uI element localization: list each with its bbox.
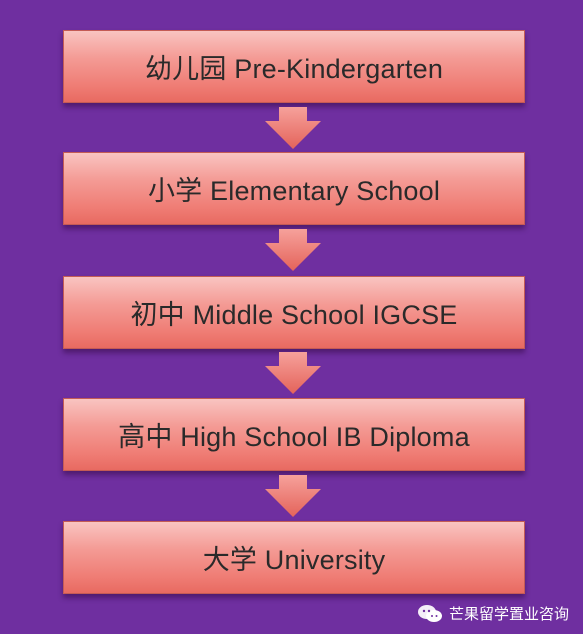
step-elementary-school: 小学 Elementary School: [63, 152, 525, 225]
step-pre-kindergarten: 幼儿园 Pre-Kindergarten: [63, 30, 525, 103]
step-middle-school: 初中 Middle School IGCSE: [63, 276, 525, 349]
step-label: 初中 Middle School IGCSE: [130, 300, 458, 330]
down-arrow-icon: [265, 475, 321, 517]
step-high-school: 高中 High School IB Diploma: [63, 398, 525, 471]
wechat-icon: [417, 604, 443, 624]
watermark: 芒果留学置业咨询: [417, 603, 569, 624]
down-arrow-icon: [265, 352, 321, 394]
step-label: 大学 University: [202, 545, 386, 575]
down-arrow-icon: [265, 107, 321, 149]
down-arrow-icon: [265, 229, 321, 271]
step-university: 大学 University: [63, 521, 525, 594]
step-label: 幼儿园 Pre-Kindergarten: [144, 54, 444, 84]
step-label: 小学 Elementary School: [147, 176, 441, 206]
watermark-text: 芒果留学置业咨询: [448, 605, 569, 623]
step-label: 高中 High School IB Diploma: [118, 422, 470, 452]
